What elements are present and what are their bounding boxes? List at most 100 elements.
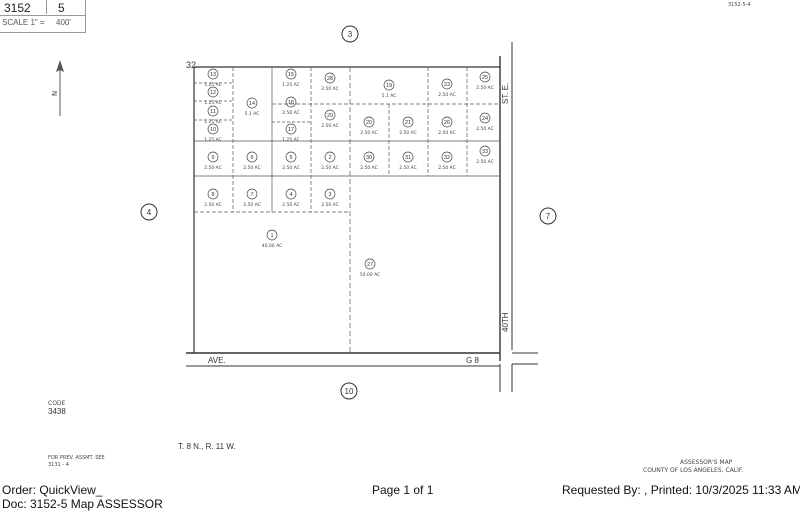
parcel-area: 2.50 AC (321, 202, 339, 208)
map-scale-value: 400' (56, 18, 71, 27)
parcel-number-circle (285, 151, 297, 163)
parcel-8[interactable]: 82.50 AC (204, 188, 222, 208)
parcel-16[interactable]: 162.50 AC (282, 96, 300, 116)
parcel-1[interactable]: 140.00 AC (262, 229, 282, 249)
parcel-11[interactable]: 111.25 AC (204, 105, 222, 125)
parcel-6[interactable]: 62.50 AC (243, 151, 261, 171)
parcel-number-circle (441, 116, 453, 128)
parcel-area: 2.50 AC (476, 126, 494, 132)
parcel-number: 32 (444, 155, 450, 161)
parcel-area: 1.25 AC (204, 100, 222, 106)
footer-doc: Doc: 3152-5 Map ASSESSOR (2, 497, 163, 511)
parcel-area: 2.50 AC (321, 86, 339, 92)
parcel-number: 28 (327, 76, 333, 82)
parcel-10[interactable]: 101.25 AC (204, 123, 222, 143)
assessor-map-title: ASSESSOR'S MAP (680, 459, 733, 466)
parcel-24[interactable]: 24 2.50 AC (476, 112, 494, 132)
parcel-29[interactable]: 292.50 AC (321, 109, 339, 129)
parcel-13[interactable]: 131.25 AC (204, 68, 222, 88)
parcel-20[interactable]: 202.50 AC (360, 116, 378, 136)
parcel-number-circle (285, 123, 297, 135)
parcel-area: 2.50 AC (243, 165, 261, 171)
parcel-7[interactable]: 72.50 AC (243, 188, 261, 208)
parcel-number: 31 (405, 155, 411, 161)
parcel-9[interactable]: 92.50 AC (204, 151, 222, 171)
parcel-number: 12 (210, 90, 216, 96)
parcel-number: 13 (210, 72, 216, 78)
parcel-21[interactable]: 212.50 AC (399, 116, 417, 136)
parcel-number-circle (324, 188, 336, 200)
street-label: G 8 (466, 356, 479, 365)
parcel-area: 2.50 AC (321, 123, 339, 129)
parcel-number-circle (479, 71, 491, 83)
parcel-12[interactable]: 12 1.25 AC (204, 86, 222, 106)
parcel-5[interactable]: 52.50 AC (282, 151, 300, 171)
parcel-area: 1.25 AC (282, 137, 300, 143)
code-label: CODE (48, 400, 66, 407)
parcel-2[interactable]: 22.50 AC (321, 151, 339, 171)
parcel-17[interactable]: 171.25 AC (282, 123, 300, 143)
parcel-number: 14 (249, 101, 255, 107)
adjacent-page-number: 4 (147, 208, 152, 217)
parcel-26[interactable]: 262.50 AC (438, 116, 456, 136)
section-corner-label: 32 (186, 60, 196, 70)
parcel-number: 15 (288, 72, 294, 78)
map-scale-label: SCALE 1" = (2, 18, 45, 27)
parcel-23[interactable]: 232.50 AC (438, 78, 456, 98)
adjacent-page-circle[interactable]: 4 (140, 203, 158, 221)
parcel-area: 2.50 AC (282, 202, 300, 208)
parcel-area: 2.50 AC (243, 202, 261, 208)
parcel-19[interactable]: 195.1 AC (382, 79, 397, 99)
header-divider (46, 0, 47, 14)
parcel-33[interactable]: 332.50 AC (476, 145, 494, 165)
parcel-number-circle (402, 116, 414, 128)
map-header-box: 3152 5 SCALE 1" = 400' (0, 0, 86, 33)
parcel-30[interactable]: 302.50 AC (360, 151, 378, 171)
adjacent-page-circle[interactable]: 10 (340, 382, 358, 400)
parcel-number-circle (207, 86, 219, 98)
parcel-number-circle (441, 78, 453, 90)
township-range-label: T. 8 N., R. 11 W. (178, 442, 236, 451)
north-arrow-icon: N (51, 60, 64, 116)
parcel-area: 50.00 AC (360, 272, 380, 278)
parcel-number: 4 (289, 192, 292, 198)
adjacent-page-circle[interactable]: 7 (539, 207, 557, 225)
previous-assessment-label: FOR PREV. ASSMT. SEE (48, 455, 105, 461)
parcel-area: 2.50 AC (360, 130, 378, 136)
parcel-number-circle (207, 105, 219, 117)
parcel-number: 1 (270, 233, 273, 239)
parcel-area: 2.50 AC (476, 159, 494, 165)
adjacent-page-circle[interactable]: 3 (341, 25, 359, 43)
parcel-number-circle (479, 112, 491, 124)
parcel-area: 2.50 AC (321, 165, 339, 171)
parcel-3[interactable]: 3 2.50 AC (321, 188, 339, 208)
parcel-number-circle (363, 116, 375, 128)
parcel-number: 24 (482, 116, 488, 122)
parcel-28[interactable]: 28 2.50 AC (321, 72, 339, 92)
parcel-number-circle (285, 96, 297, 108)
parcel-number: 3 (328, 192, 331, 198)
parcel-number-circle (383, 79, 395, 91)
svg-text:N: N (51, 91, 59, 96)
parcel-number: 19 (386, 83, 392, 89)
parcel-4[interactable]: 4 2.50 AC (282, 188, 300, 208)
parcel-area: 2.50 AC (438, 130, 456, 136)
header-divider (0, 15, 85, 16)
footer-requested: Requested By: , Printed: 10/3/2025 11:33… (562, 483, 800, 497)
parcel-area: 1.25 AC (204, 119, 222, 125)
parcel-14[interactable]: 145.1 AC (245, 97, 260, 117)
parcel-25[interactable]: 252.50 AC (476, 71, 494, 91)
lot-lines (194, 67, 500, 353)
parcel-area: 1.25 AC (282, 82, 300, 88)
parcel-number: 9 (211, 155, 214, 161)
parcel-31[interactable]: 312.50 AC (399, 151, 417, 171)
parcel-number: 23 (444, 82, 450, 88)
parcel-number-circle (246, 97, 258, 109)
parcel-area: 2.50 AC (282, 110, 300, 116)
parcel-area: 1.25 AC (204, 137, 222, 143)
parcel-15[interactable]: 15 1.25 AC (282, 68, 300, 88)
parcel-number-circle (402, 151, 414, 163)
parcel-32[interactable]: 322.50 AC (438, 151, 456, 171)
